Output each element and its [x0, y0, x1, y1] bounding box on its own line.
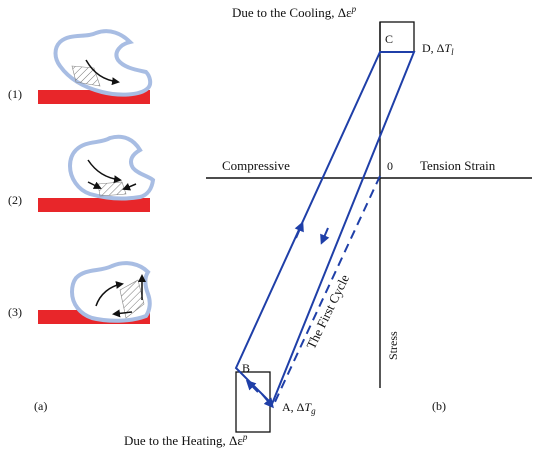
step-2-label: (2): [8, 193, 22, 207]
chip-flow-arrow-3: [95, 281, 124, 307]
step-2-illustration: [38, 134, 156, 212]
point-d-label: D, ΔTl: [422, 41, 454, 57]
point-c-label: C: [385, 32, 393, 46]
hatched-shear-zone-1: [71, 65, 101, 87]
arrow-up-left-branch: [294, 221, 304, 239]
top-cooling-label: Due to the Cooling, Δεp: [232, 4, 357, 20]
chip-flow-arrow-2: [87, 159, 122, 184]
first-cycle-label: The First Cycle: [303, 272, 352, 351]
panel-a-caption: (a): [34, 399, 47, 413]
axis-label-tension-strain: Tension Strain: [420, 158, 496, 173]
arrow-a-to-b: [245, 379, 259, 393]
left-arrow-3: [112, 309, 133, 318]
point-a-label: A, ΔTg: [282, 400, 316, 416]
compression-arrow-right: [122, 183, 137, 191]
step-1-label: (1): [8, 87, 22, 101]
hatched-shear-zone-2: [97, 181, 127, 197]
workpiece-2: [38, 198, 150, 212]
axis-label-compressive: Compressive: [222, 158, 290, 173]
chip-flow-arrow-1: [85, 59, 120, 86]
loading-path-dashed: [273, 175, 381, 405]
panel-a: (1) (2) (3) (a): [8, 29, 156, 413]
compression-arrow-left: [87, 181, 102, 189]
step-1-illustration: [38, 29, 153, 104]
origin-label: 0: [387, 159, 393, 173]
point-b-label: B: [242, 361, 250, 375]
first-cycle-loop: [234, 51, 416, 406]
cutting-tool-blade-1: [53, 29, 153, 97]
step-3-illustration: [38, 261, 152, 324]
step-3-label: (3): [8, 305, 22, 319]
hatched-shear-zone-3: [119, 279, 145, 319]
bottom-heating-label: Due to the Heating, Δεp: [124, 432, 248, 448]
panel-b-caption: (b): [432, 399, 446, 413]
arrow-into-a: [261, 393, 274, 409]
axis-label-stress: Stress: [386, 331, 400, 360]
panel-b: Due to the Cooling, Δεp Due to the Heati…: [124, 4, 532, 448]
heating-strain-box: [235, 371, 271, 433]
arrow-down-right-branch: [320, 227, 330, 245]
